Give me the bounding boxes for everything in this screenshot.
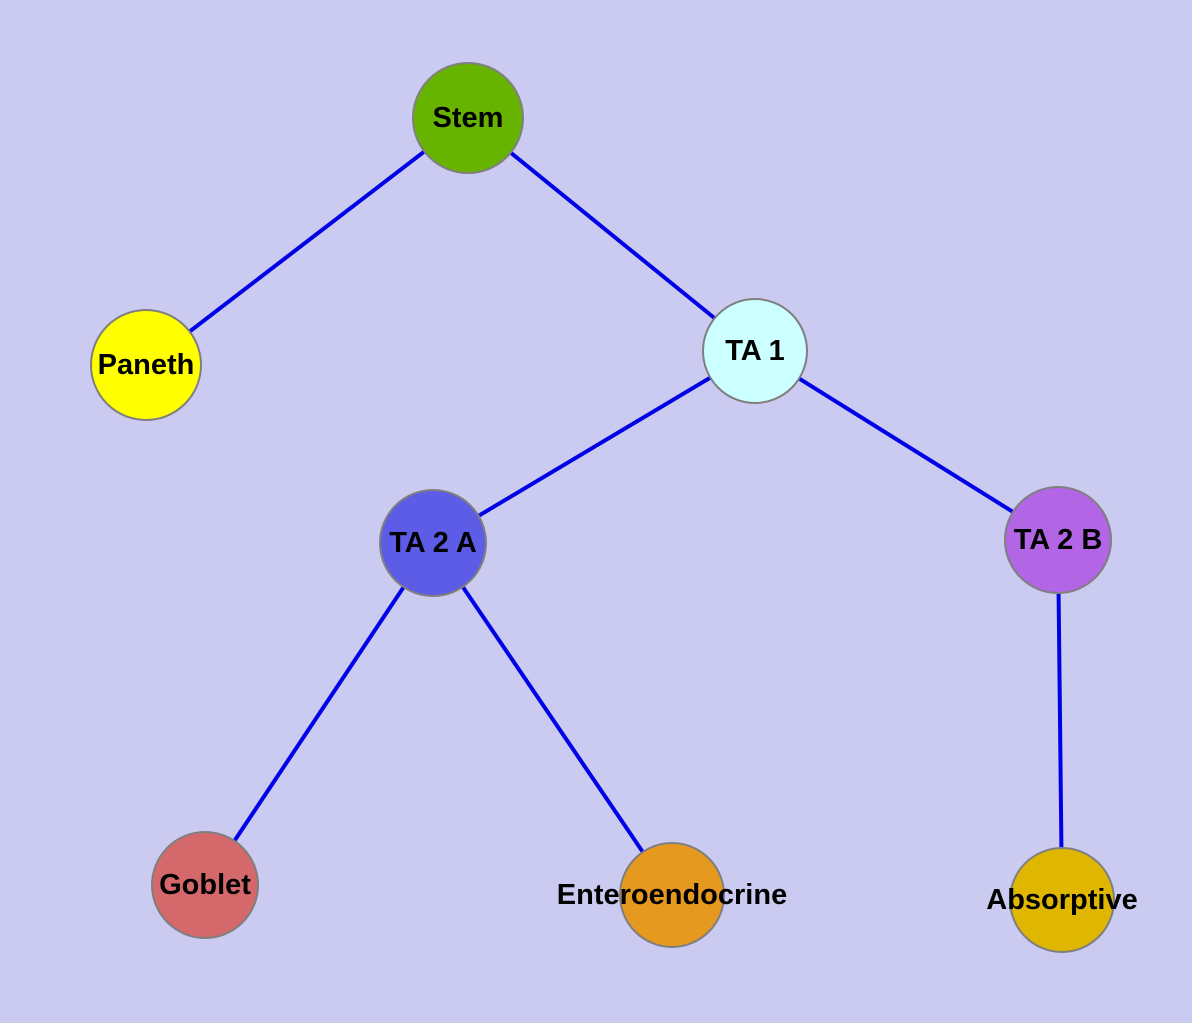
node-circle-paneth[interactable] [90,309,202,421]
node-stem[interactable]: Stem [412,62,524,174]
node-ta2b[interactable]: TA 2 B [1004,486,1112,594]
node-goblet[interactable]: Goblet [151,831,259,939]
node-circle-goblet[interactable] [151,831,259,939]
edge-ta2a-goblet [203,541,435,887]
edge-ta2b-absorptive [1056,539,1064,901]
edge-ta1-ta2b [753,349,1060,542]
edge-ta1-ta2a [431,349,757,545]
node-ta1[interactable]: TA 1 [702,298,808,404]
edge-stem-ta1 [466,116,757,353]
node-circle-stem[interactable] [412,62,524,174]
edge-stem-paneth [144,116,470,367]
node-absorptive[interactable]: Absorptive [986,847,1138,953]
node-ta2a[interactable]: TA 2 A [379,489,487,597]
node-circle-ta2b[interactable] [1004,486,1112,594]
node-paneth[interactable]: Paneth [90,309,202,421]
node-circle-ta2a[interactable] [379,489,487,597]
node-circle-enteroendocrine[interactable] [619,842,725,948]
node-circle-ta1[interactable] [702,298,808,404]
node-enteroendocrine[interactable]: Enteroendocrine [557,842,787,948]
node-circle-absorptive[interactable] [1009,847,1115,953]
edge-ta2a-enteroendocrine [431,541,674,897]
